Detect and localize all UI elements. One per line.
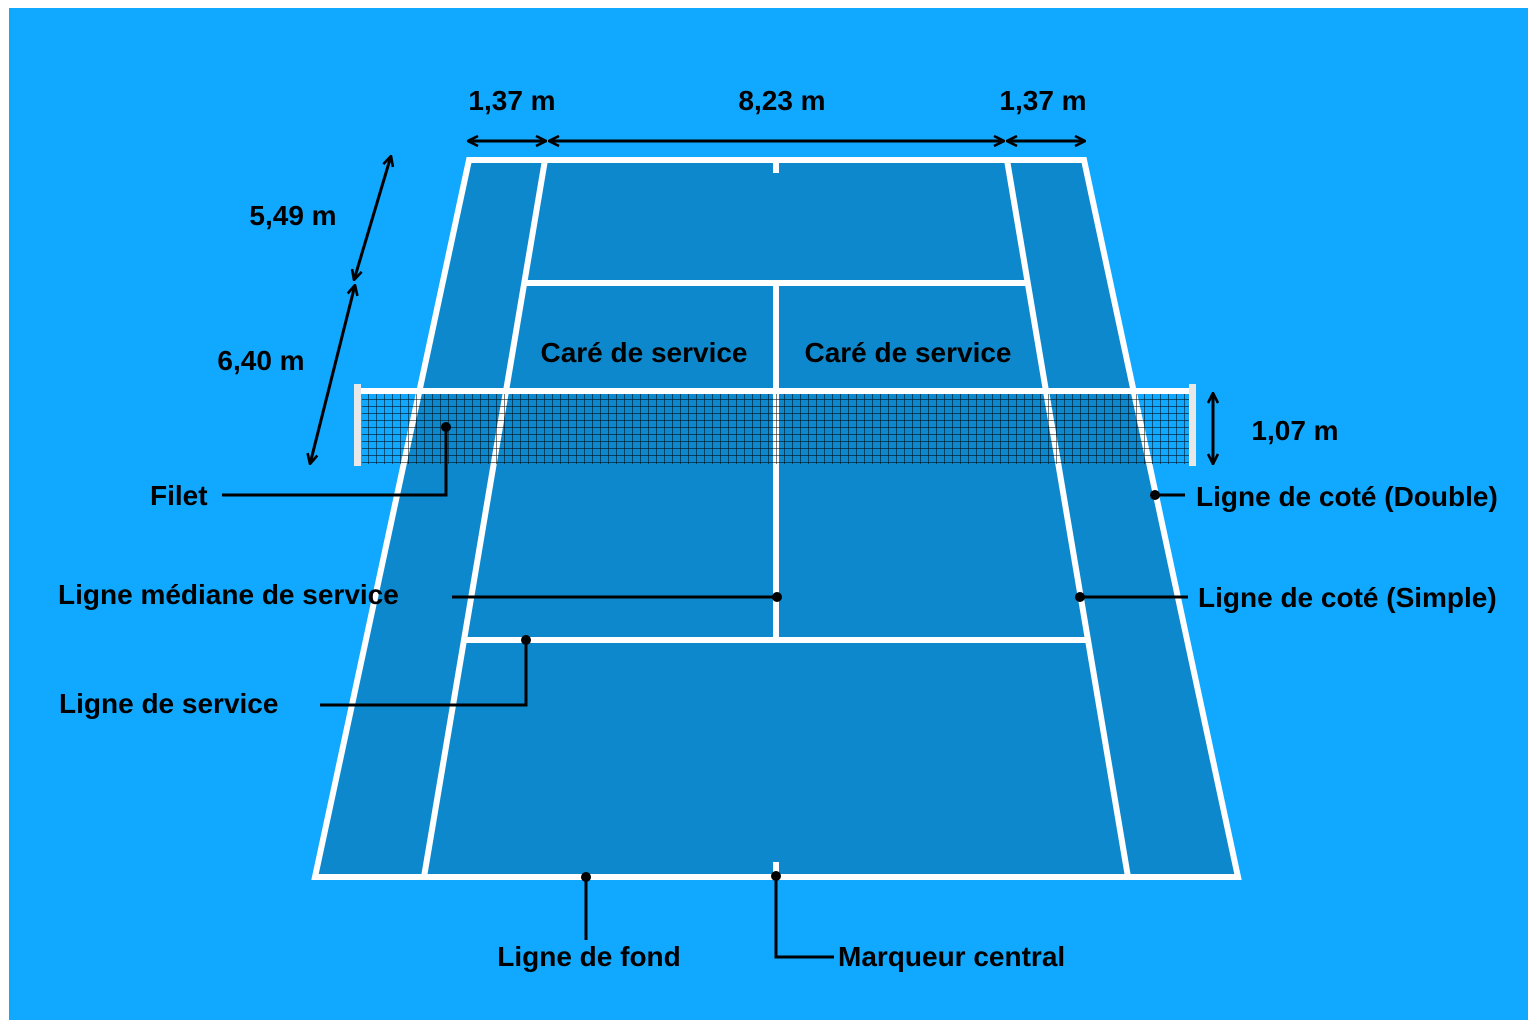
label-net: Filet [150,480,208,511]
label-doubles-sideline: Ligne de coté (Double) [1196,481,1498,512]
dim-service-to-net: 6,40 m [217,345,304,376]
label-singles-sideline: Ligne de coté (Simple) [1198,582,1497,613]
dimension-arrows [310,141,1213,464]
leader-center-mark [774,877,834,959]
dot-doubles-sideline [1150,490,1160,500]
net-post-left [354,384,361,466]
dot-singles-sideline [1075,592,1085,602]
label-baseline: Ligne de fond [497,941,681,972]
leader-lines [222,427,1188,959]
leader-net [222,427,448,497]
label-service-line: Ligne de service [59,688,278,719]
net [354,384,1196,466]
singles-sideline-left [421,159,548,878]
top-margin [0,0,1528,8]
arrow-baseline-to-service [354,156,391,280]
arrow-service-to-net [310,285,355,464]
label-center-mark: Marqueur central [838,941,1065,972]
dot-center-service-line [772,592,782,602]
dim-alley-right: 1,37 m [999,85,1086,116]
dot-net [441,422,451,432]
net-mesh [362,392,1190,464]
net-post-right [1189,384,1196,466]
dot-service-line [521,635,531,645]
dim-alley-left: 1,37 m [468,85,555,116]
leader-service-line [320,640,528,707]
dot-baseline [581,872,591,882]
dot-center-mark [771,871,781,881]
dim-singles-width: 8,23 m [738,85,825,116]
dim-baseline-to-service: 5,49 m [249,200,336,231]
dim-net-height: 1,07 m [1251,415,1338,446]
left-margin [0,0,9,1021]
service-box-right-label: Caré de service [804,337,1011,368]
leader-dots [441,422,1160,882]
label-center-service-line: Ligne médiane de service [58,579,399,610]
singles-sideline-right [1004,159,1131,878]
service-box-left-label: Caré de service [540,337,747,368]
